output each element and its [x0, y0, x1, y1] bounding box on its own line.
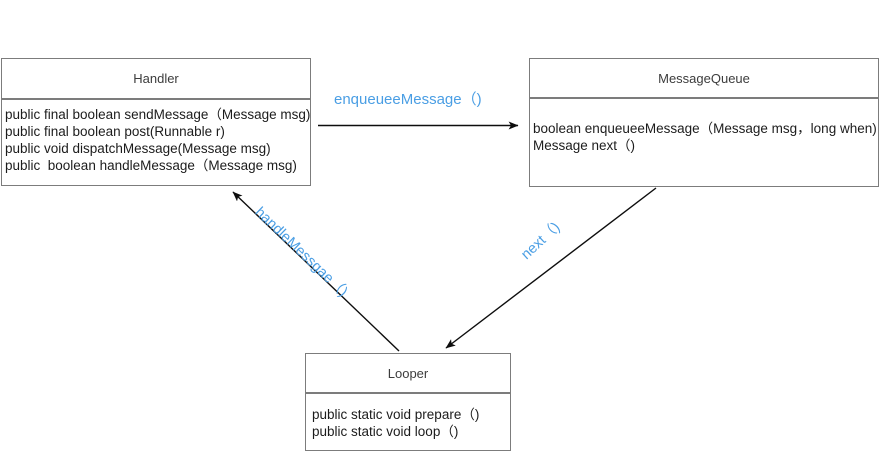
edge-label-enqueue-message: enqueueeMessage（): [334, 91, 482, 108]
class-box-messagequeue[interactable]: MessageQueue boolean enqueueeMessage（Mes…: [529, 58, 879, 187]
class-member: public final boolean sendMessage（Message…: [5, 107, 311, 122]
class-member: public static void loop（): [312, 424, 459, 439]
class-title-handler: Handler: [2, 59, 310, 100]
class-members-handler: public final boolean sendMessage（Message…: [2, 100, 310, 174]
edge-label-handle-message: handleMessgae（): [251, 204, 351, 301]
class-member: public void dispatchMessage(Message msg): [5, 141, 271, 156]
class-members-messagequeue: boolean enqueueeMessage（Message msg，long…: [530, 99, 878, 154]
class-member: Message next（): [533, 138, 636, 153]
class-members-looper: public static void prepare（) public stat…: [306, 394, 510, 440]
class-box-looper[interactable]: Looper public static void prepare（) publ…: [305, 353, 511, 451]
class-member: boolean enqueueeMessage（Message msg，long…: [533, 121, 877, 136]
class-member: public boolean handleMessage（Message msg…: [5, 158, 297, 173]
class-box-handler[interactable]: Handler public final boolean sendMessage…: [1, 58, 311, 186]
class-member: public final boolean post(Runnable r): [5, 124, 225, 139]
class-member: public static void prepare（): [312, 407, 480, 422]
class-title-messagequeue: MessageQueue: [530, 59, 878, 99]
edge-arrow-next: [445, 187, 657, 349]
edge-label-next: next（): [518, 219, 564, 263]
class-title-looper: Looper: [306, 354, 510, 394]
